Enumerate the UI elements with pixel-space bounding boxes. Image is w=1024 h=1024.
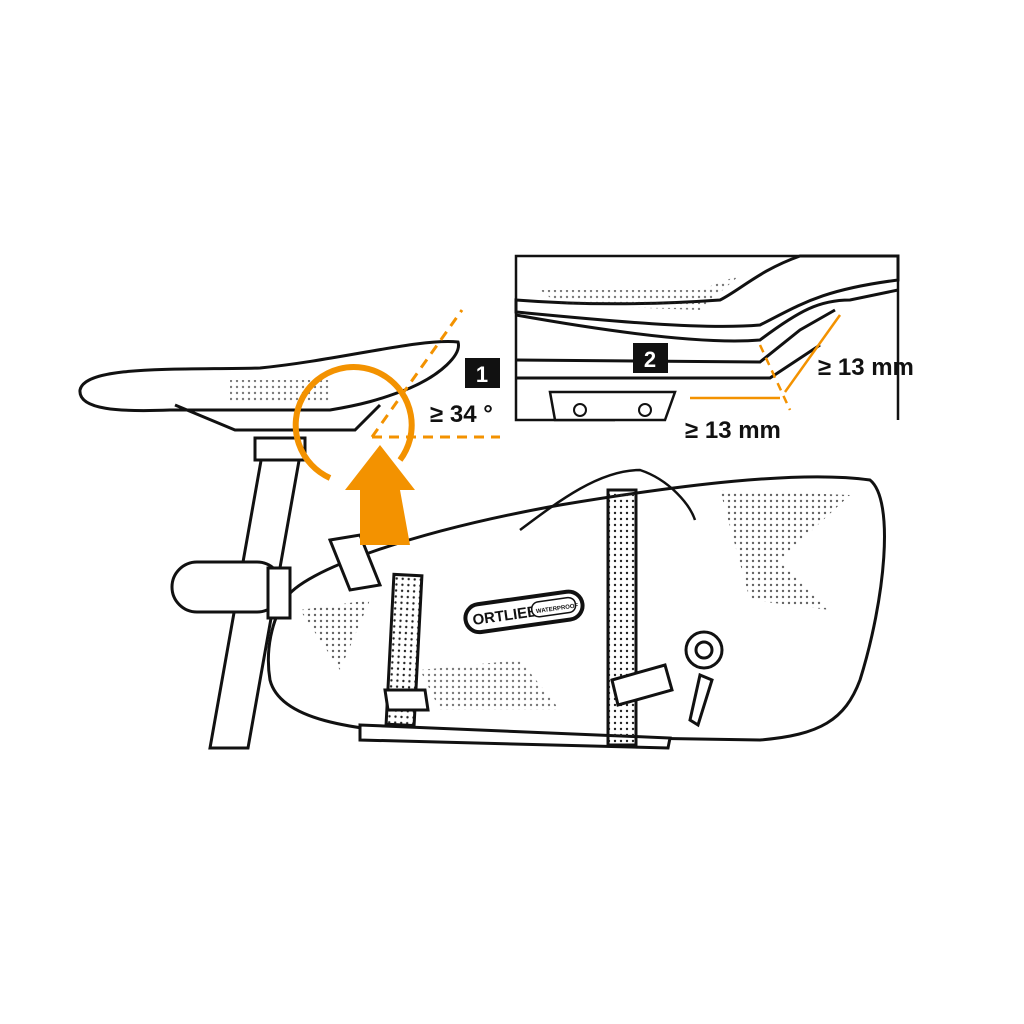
horizontal-clearance-label: ≥ 13 mm bbox=[685, 417, 781, 444]
angle-label: ≥ 34 ° bbox=[430, 401, 493, 428]
vertical-clearance-label: ≥ 13 mm bbox=[818, 354, 914, 381]
angle-guide bbox=[292, 309, 500, 481]
step-2-badge bbox=[633, 343, 668, 373]
svg-text:1: 1 bbox=[476, 362, 488, 387]
arrow-up-icon bbox=[345, 445, 415, 545]
saddle bbox=[78, 340, 460, 432]
svg-text:2: 2 bbox=[644, 347, 656, 372]
detail-inset bbox=[514, 254, 900, 422]
step-1-badge bbox=[465, 358, 500, 388]
svg-text:WATERPROOF: WATERPROOF bbox=[536, 603, 579, 615]
ortlieb-logo: ORTLIEB WATERPROOF bbox=[463, 589, 585, 635]
rotation-arc-icon bbox=[292, 364, 415, 481]
